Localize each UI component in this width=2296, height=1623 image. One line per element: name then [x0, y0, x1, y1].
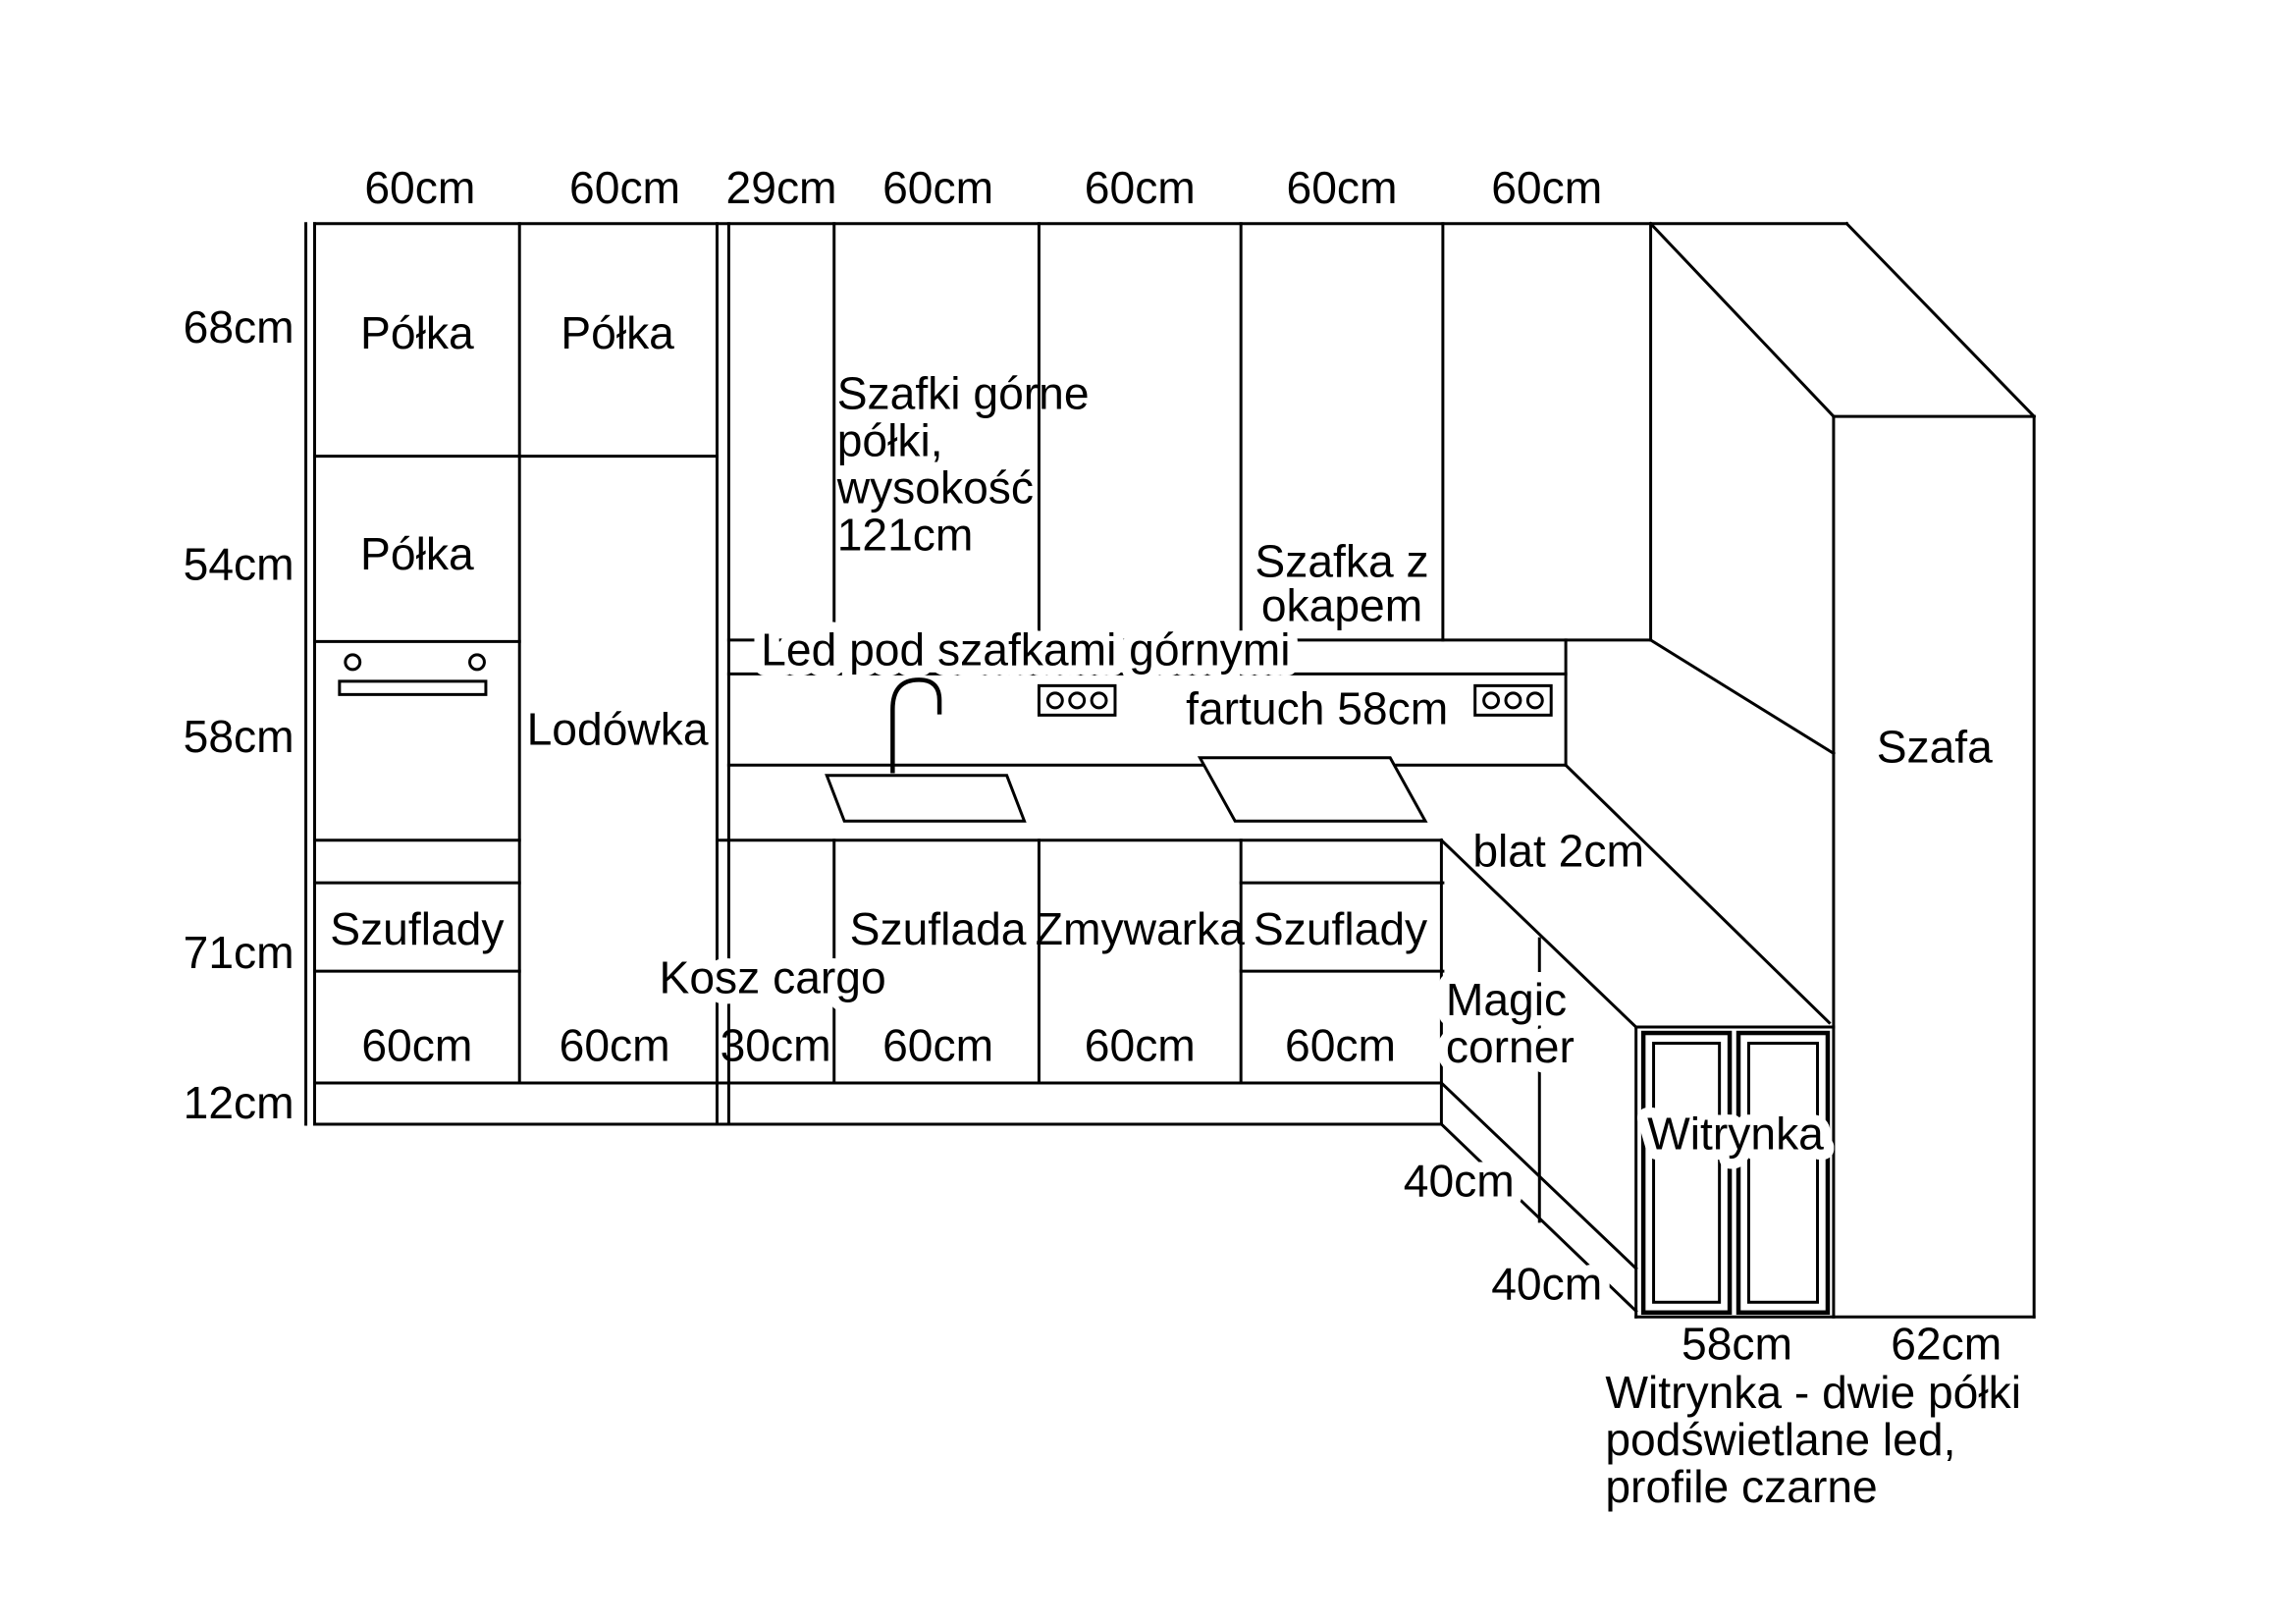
upper-note-line: półki, — [837, 414, 943, 465]
dim-label: 68cm — [184, 301, 294, 352]
dim-label: 29cm — [726, 162, 837, 213]
outline-segment — [1439, 838, 1638, 1030]
magic-corner-label: corner — [1446, 1021, 1575, 1072]
dim-label: 40cm — [1491, 1258, 1602, 1309]
display-door-right — [1735, 1030, 1831, 1316]
outline-segment — [1564, 763, 1832, 1025]
outline-segment — [1648, 637, 1836, 756]
wall-area-labels: Led pod szafkami górnymi fartuch 58cm bl… — [751, 614, 1644, 877]
display-cabinet-doors — [1640, 1030, 1831, 1316]
left-dimensions: 68cm 54cm 58cm 71cm 12cm — [184, 301, 294, 1128]
tall-unit-labels: Szafa Witrynka 58cm 62cm Witrynka - dwie… — [1605, 721, 2021, 1512]
power-outlet-icon — [1037, 683, 1117, 717]
display-note-line: podświetlane led, — [1605, 1414, 1955, 1465]
shelf-label: Półka — [360, 528, 474, 579]
dim-label: 58cm — [184, 711, 294, 762]
dim-label: 60cm — [882, 1019, 993, 1070]
outline-segment — [1746, 1042, 1820, 1304]
fridge-label: Lodówka — [527, 703, 709, 754]
outline-segment — [1504, 691, 1522, 710]
sink-basin — [825, 774, 1027, 823]
cooktop — [1197, 756, 1428, 823]
outline-segment — [1068, 691, 1087, 710]
drawers-label: Szuflady — [330, 903, 505, 954]
dim-label: 60cm — [1491, 162, 1602, 213]
dim-label: 30cm — [721, 1019, 831, 1070]
drawers-label: Szuflady — [1254, 903, 1428, 954]
oven-knob-icon — [468, 653, 486, 672]
dim-label: 60cm — [569, 162, 680, 213]
upper-note-line: Szafki górne — [837, 368, 1090, 419]
outline-segment — [1844, 221, 2037, 419]
outline-segment — [1090, 691, 1108, 710]
dim-label: 60cm — [1287, 162, 1398, 213]
dim-label: 60cm — [1085, 1019, 1196, 1070]
dim-label: 60cm — [364, 162, 475, 213]
dim-label: 60cm — [882, 162, 993, 213]
display-cabinet-label: Witrynka — [1647, 1108, 1824, 1159]
dim-label: 60cm — [1085, 162, 1196, 213]
display-note-line: profile czarne — [1605, 1461, 1877, 1512]
shelf-label: Półka — [360, 307, 474, 358]
shelf-label: Półka — [561, 307, 674, 358]
outline-segment — [1439, 1080, 1638, 1271]
outline-segment — [1482, 691, 1501, 710]
cargo-label: Kosz cargo — [660, 951, 886, 1002]
dim-label: 60cm — [1285, 1019, 1396, 1070]
dim-label: 60cm — [361, 1019, 472, 1070]
dishwasher-label: Zmywarka — [1036, 903, 1245, 954]
oven-front — [338, 653, 488, 696]
hood-cabinet-label: Szafka z — [1255, 535, 1428, 586]
dim-label: 62cm — [1891, 1319, 2002, 1370]
base-cabinet-labels: Szuflady Kosz cargo Szuflada Zmywarka Sz… — [330, 903, 1584, 1082]
bottom-dimensions: 60cm 60cm 30cm 60cm 60cm 60cm — [361, 1019, 1396, 1070]
top-dimensions: 60cm 60cm 29cm 60cm 60cm 60cm 60cm — [364, 162, 1602, 213]
outline-segment — [1439, 1121, 1638, 1314]
faucet-icon — [890, 677, 942, 774]
dim-label: 40cm — [1404, 1155, 1515, 1206]
backsplash-label: fartuch 58cm — [1186, 682, 1448, 733]
dim-label: 12cm — [184, 1077, 294, 1128]
wardrobe-label: Szafa — [1877, 721, 1993, 772]
led-label: Led pod szafkami górnymi — [761, 623, 1290, 675]
upper-note-line: wysokość — [836, 461, 1034, 513]
hood-cabinet-label: okapem — [1261, 579, 1422, 630]
dim-label: 54cm — [184, 538, 294, 589]
cabinet-outlines — [304, 221, 2037, 1319]
display-note-line: Witrynka - dwie półki — [1605, 1367, 2021, 1418]
display-door-left — [1640, 1030, 1733, 1316]
upper-cabinet-labels: Półka Półka Półka Lodówka Szafki górne p… — [360, 307, 1429, 754]
outline-segment — [1045, 691, 1064, 710]
oven-handle — [338, 679, 488, 696]
countertop-label: blat 2cm — [1472, 826, 1644, 877]
sink-area — [825, 677, 1027, 823]
dim-label: 58cm — [1682, 1319, 1792, 1370]
outline-segment — [1652, 1042, 1722, 1304]
corner-depth-labels: 40cm 40cm — [1393, 1145, 1612, 1320]
outline-segment — [1648, 221, 1837, 419]
dim-label: 60cm — [560, 1019, 670, 1070]
power-outlet-icon — [1473, 683, 1553, 717]
upper-note-line: 121cm — [837, 509, 974, 560]
oven-knob-icon — [344, 653, 362, 672]
outline-segment — [1525, 691, 1544, 710]
dim-label: 71cm — [184, 927, 294, 978]
drawer-label: Szuflada — [850, 903, 1027, 954]
magic-corner-label: Magic — [1446, 974, 1567, 1025]
